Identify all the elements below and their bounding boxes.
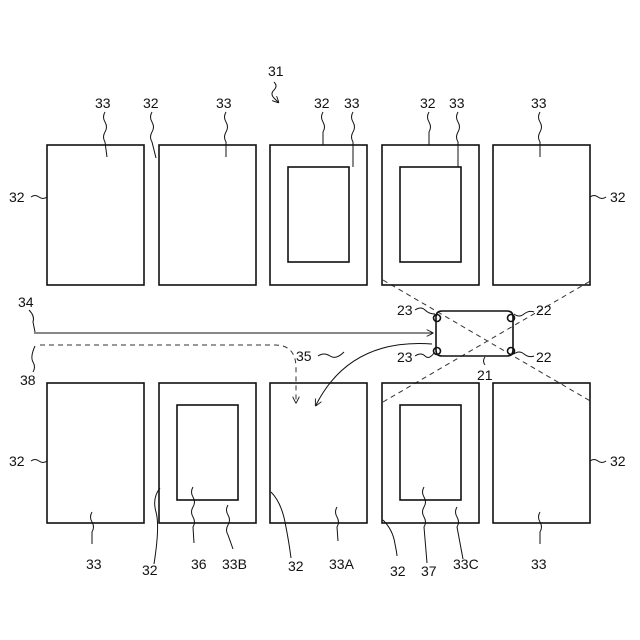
top-slot-3-article	[288, 167, 349, 262]
top-slot-1	[47, 145, 144, 285]
top-slot-4-article	[400, 167, 461, 262]
label-33: 33	[86, 556, 102, 572]
label-31: 31	[268, 63, 284, 79]
transfer-arrow	[316, 344, 432, 405]
label-22: 22	[536, 349, 552, 365]
bottom-slot-2	[159, 383, 256, 523]
label-32: 32	[314, 95, 330, 111]
label-32: 32	[9, 453, 25, 469]
label-33a: 33A	[329, 556, 355, 572]
top-row-slots	[47, 145, 590, 285]
label-23: 23	[397, 302, 413, 318]
label-33c: 33C	[453, 556, 479, 572]
label-32: 32	[610, 453, 626, 469]
label-36: 36	[191, 556, 207, 572]
bottom-slot-4	[382, 383, 479, 523]
top-slot-5	[493, 145, 590, 285]
label-33: 33	[449, 95, 465, 111]
label-34: 34	[18, 294, 34, 310]
label-32: 32	[9, 189, 25, 205]
label-21: 21	[477, 367, 493, 383]
label-33b: 33B	[222, 556, 247, 572]
label-33: 33	[216, 95, 232, 111]
label-33: 33	[531, 556, 547, 572]
label-33: 33	[344, 95, 360, 111]
label-32: 32	[288, 558, 304, 574]
dashed-path-arrow	[40, 345, 296, 402]
bottom-slot-4-article	[400, 405, 461, 500]
label-33: 33	[95, 95, 111, 111]
bottom-slot-3	[270, 383, 367, 523]
travel-paths	[34, 333, 432, 405]
leader-lines	[29, 82, 606, 564]
bottom-slot-2-article	[177, 405, 238, 500]
top-slot-3	[270, 145, 367, 285]
label-32: 32	[143, 95, 159, 111]
top-slot-4	[382, 145, 479, 285]
sensor-rear-top	[434, 315, 441, 322]
label-32: 32	[390, 563, 406, 579]
bottom-row-slots	[47, 383, 590, 523]
bottom-slot-1	[47, 383, 144, 523]
label-37: 37	[421, 563, 437, 579]
top-slot-2	[159, 145, 256, 285]
label-32: 32	[142, 562, 158, 578]
label-32: 32	[610, 189, 626, 205]
label-22: 22	[536, 302, 552, 318]
bottom-slot-5	[493, 383, 590, 523]
label-33: 33	[531, 95, 547, 111]
label-23: 23	[397, 349, 413, 365]
label-38: 38	[20, 372, 36, 388]
label-32: 32	[420, 95, 436, 111]
label-35: 35	[296, 348, 312, 364]
reference-labels: 31 33 32 33 32 33 32 33 33 32 32 32 32 3…	[9, 63, 626, 579]
